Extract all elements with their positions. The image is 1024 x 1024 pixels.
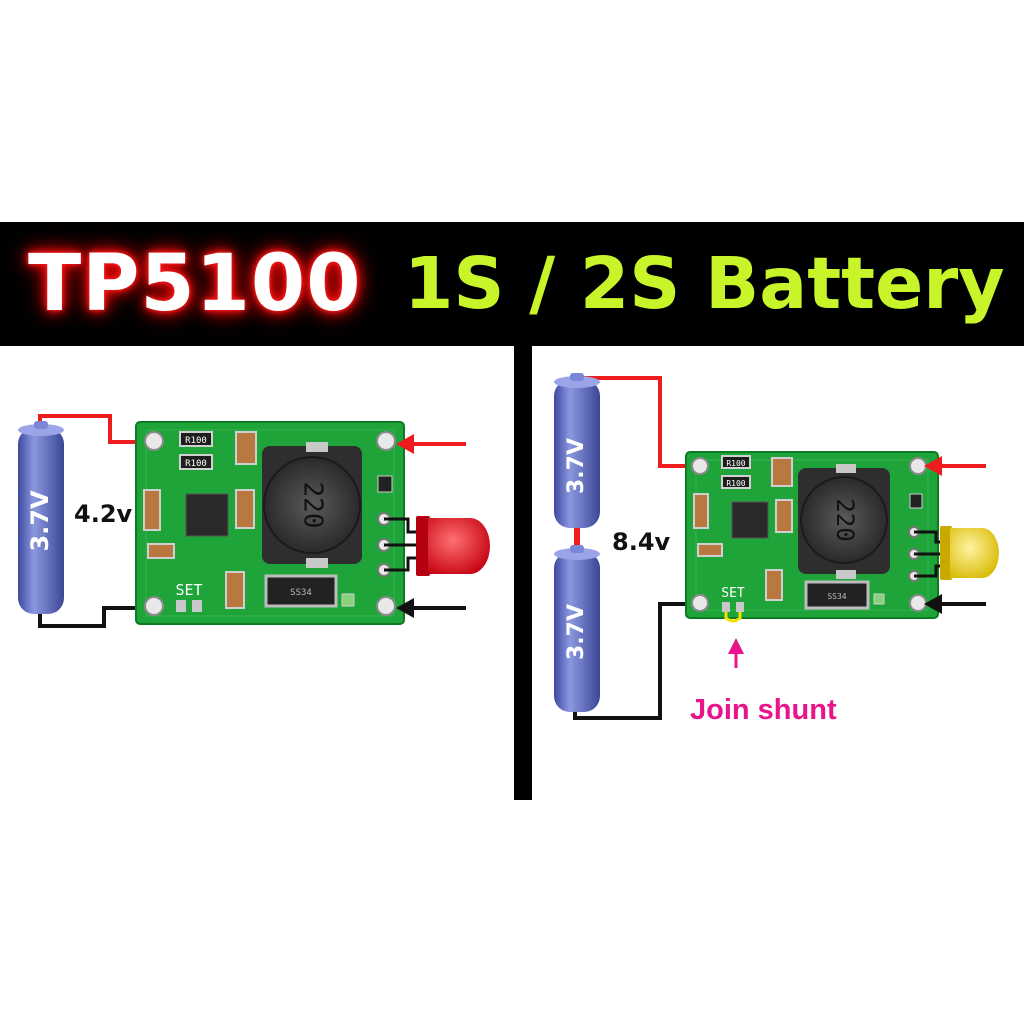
right-positive-arrow (924, 456, 986, 476)
left-negative-arrow (396, 598, 466, 618)
right-negative-arrow (924, 594, 986, 614)
left-battery (18, 421, 64, 614)
right-battery-top-label: 3.7V (564, 438, 589, 494)
left-output-voltage: 4.2v (74, 500, 133, 528)
right-set-label: SET (721, 586, 745, 601)
right-pcb (685, 451, 939, 623)
left-pcb (135, 421, 405, 625)
right-led (940, 526, 999, 580)
left-positive-arrow (396, 434, 466, 454)
title-subtitle: 1S / 2S Battery (404, 242, 1005, 325)
left-battery-label: 3.7V (26, 490, 54, 552)
shunt-pointer-arrow (728, 638, 744, 668)
right-battery-bottom (554, 545, 600, 712)
left-led (416, 516, 490, 576)
right-resistor-code-2: R100 (726, 479, 745, 488)
right-diode-code: SS34 (827, 592, 846, 601)
right-battery-top (554, 373, 600, 528)
panel-divider (514, 346, 532, 800)
left-inductor-code: 220 (298, 482, 328, 529)
title-banner (0, 222, 1024, 346)
left-resistor-code-1: R100 (185, 436, 207, 446)
left-set-label: SET (175, 581, 202, 599)
join-shunt-annotation: Join shunt (690, 694, 837, 726)
right-inductor-code: 220 (831, 498, 859, 541)
right-negative-wire (573, 602, 698, 720)
right-resistor-code-1: R100 (726, 459, 745, 468)
right-output-voltage: 8.4v (612, 528, 671, 556)
left-negative-wire (38, 606, 152, 628)
title-model: TP5100 (28, 239, 362, 329)
left-diode-code: SS34 (290, 588, 312, 598)
left-resistor-code-2: R100 (185, 459, 207, 469)
right-battery-bottom-label: 3.7V (564, 604, 589, 660)
